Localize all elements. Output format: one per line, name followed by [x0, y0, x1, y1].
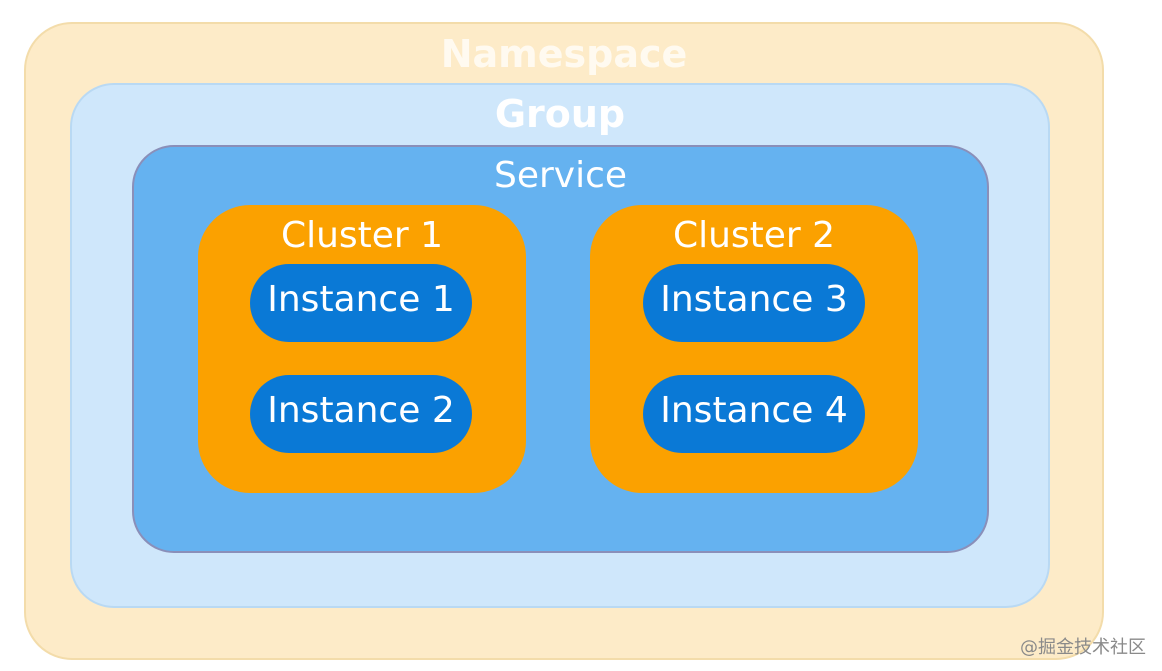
instance-1-box: Instance 1: [250, 264, 472, 342]
namespace-label: Namespace: [440, 32, 688, 76]
instance-4-box: Instance 4: [643, 375, 865, 453]
cluster-1-label: Cluster 1: [280, 215, 444, 256]
service-label: Service: [493, 155, 628, 196]
cluster-2-label: Cluster 2: [672, 215, 836, 256]
instance-4-label: Instance 4: [660, 389, 848, 431]
instance-2-label: Instance 2: [267, 389, 455, 431]
instance-1-label: Instance 1: [267, 278, 455, 320]
instance-3-label: Instance 3: [660, 278, 848, 320]
watermark-text: @掘金技术社区: [1020, 637, 1146, 658]
group-label: Group: [494, 92, 626, 136]
instance-3-box: Instance 3: [643, 264, 865, 342]
instance-2-box: Instance 2: [250, 375, 472, 453]
